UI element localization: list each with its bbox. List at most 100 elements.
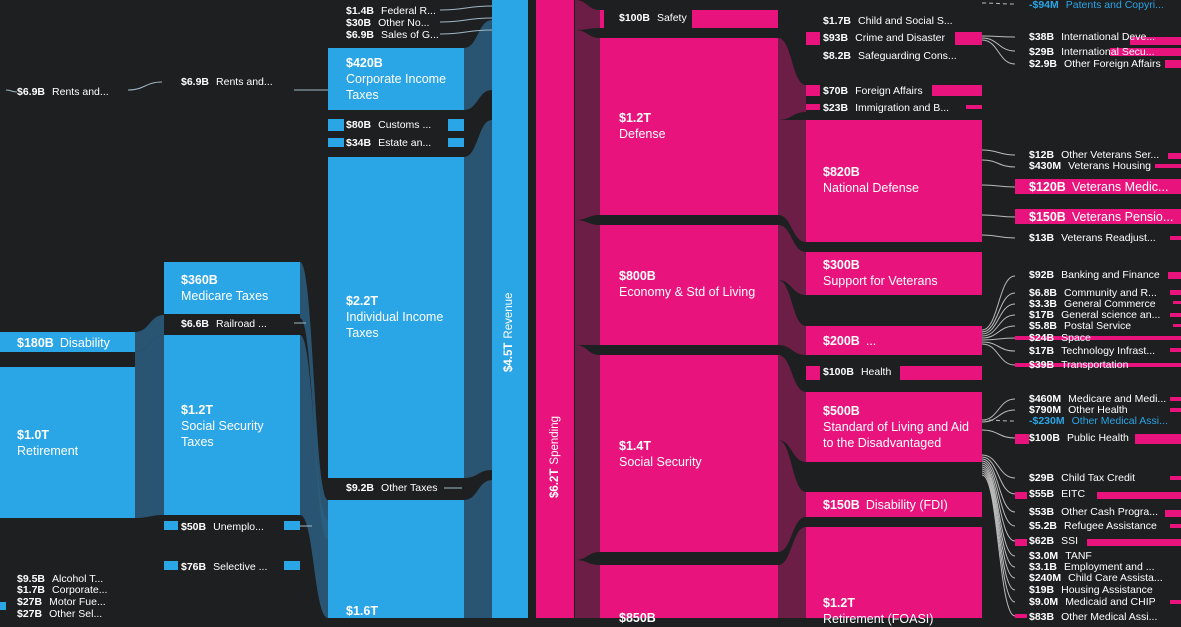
leaf-connector-17 — [981, 409, 1016, 423]
spending-node-health-care[interactable]: $850B — [619, 610, 656, 626]
leaf-value: $430M — [1029, 160, 1062, 172]
link-health-care — [575, 560, 600, 618]
leaf-label: EITC — [1061, 488, 1086, 500]
revenue-total-label: $4.5TRevenue — [503, 293, 515, 372]
revenue-node-payroll[interactable]: $1.6T — [346, 603, 378, 619]
node-value: $1.7B — [823, 15, 852, 27]
node-value: $93B — [823, 32, 849, 44]
node-bar-support-veterans — [806, 252, 982, 295]
node-value: $27B — [17, 596, 43, 608]
leaf-connector-21 — [981, 458, 1016, 513]
node-label: National Defense — [823, 181, 919, 195]
node-value: $9.2B — [346, 482, 375, 494]
leaf-bar-27 — [1170, 600, 1181, 604]
node-label: Disability — [59, 336, 110, 350]
node-bar-health-marker — [806, 366, 820, 380]
leaf-connector-25 — [981, 466, 1016, 568]
node-label: Retirement (FOASI) — [823, 612, 934, 626]
link-defense — [575, 30, 600, 220]
leaf-veterans-housing[interactable]: $430M Veterans Housing — [1029, 160, 1151, 172]
link-corporate — [464, 20, 492, 110]
leaf-label: Space — [1061, 332, 1091, 344]
node-label: Individual Income Taxes — [346, 310, 444, 340]
revenue-connector-3 — [439, 5, 493, 11]
leaf-label: Patents and Copyri... — [1065, 0, 1164, 11]
spending-total-value: $6.2T — [549, 468, 561, 498]
leaf-label: Veterans Housing — [1068, 160, 1151, 172]
spending-node-economy-sub[interactable]: $200B... — [823, 333, 876, 349]
node-label: Support for Veterans — [823, 274, 938, 288]
leaf-bar-25 — [1015, 539, 1027, 546]
link-standard-living — [778, 355, 806, 462]
leaf-bar-7 — [1170, 236, 1181, 240]
